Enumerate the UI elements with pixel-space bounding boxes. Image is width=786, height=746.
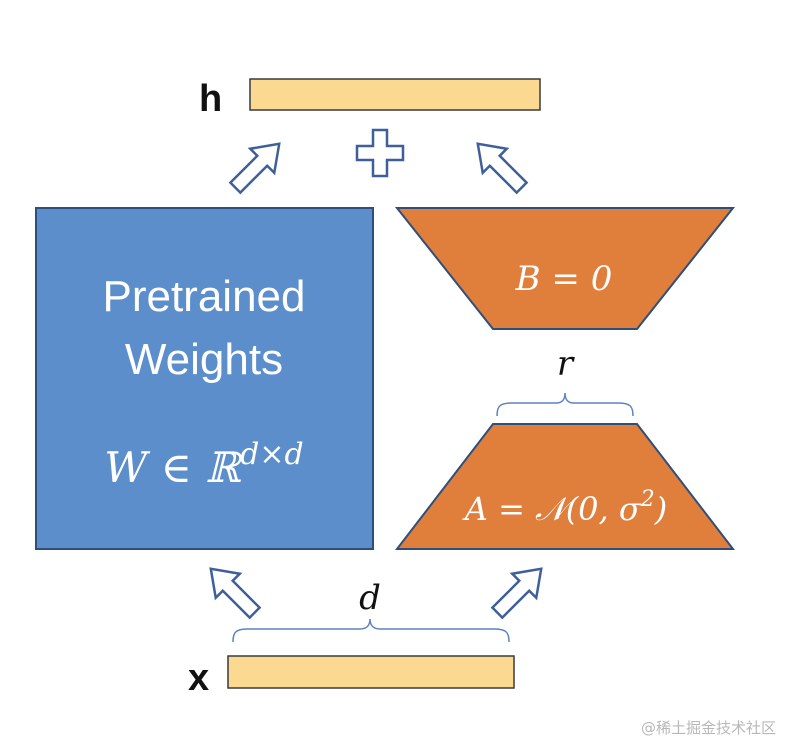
- arrow-up-right-icon: [228, 142, 281, 195]
- plus-icon: [355, 128, 405, 178]
- pretrained-formula-sup: d×d: [240, 437, 304, 472]
- arrow-up-left-icon: [476, 142, 529, 195]
- rank-label: r: [557, 344, 575, 384]
- output-vector: [249, 78, 541, 111]
- pretrained-weights-block: [35, 207, 374, 550]
- arrow-up-left-icon: [209, 567, 262, 620]
- pretrained-formula: W ∈ ℝd×d: [104, 437, 303, 492]
- lora-b-block: [394, 207, 736, 330]
- input-vector: [227, 655, 515, 689]
- pretrained-title-line2: Weights: [125, 335, 283, 384]
- lora-b-formula: B = 0: [515, 259, 613, 299]
- lora-a-formula-sup: 2: [640, 487, 655, 512]
- lora-a-formula: A = 𝒩(0, σ2): [462, 487, 667, 528]
- lora-a-block: [394, 423, 736, 550]
- arrow-up-right-icon: [490, 567, 543, 620]
- lora-a-formula-end: ): [654, 490, 667, 528]
- output-label: h: [199, 78, 222, 120]
- dim-brace: [232, 618, 510, 643]
- watermark: @稀土掘金技术社区: [640, 719, 776, 737]
- input-label: x: [188, 657, 209, 699]
- dim-label: d: [359, 578, 381, 618]
- pretrained-formula-main: W ∈ ℝ: [104, 443, 243, 492]
- rank-brace: [496, 392, 634, 417]
- lora-a-formula-main: A = 𝒩(0, σ: [462, 490, 642, 528]
- pretrained-title-line1: Pretrained: [102, 272, 305, 321]
